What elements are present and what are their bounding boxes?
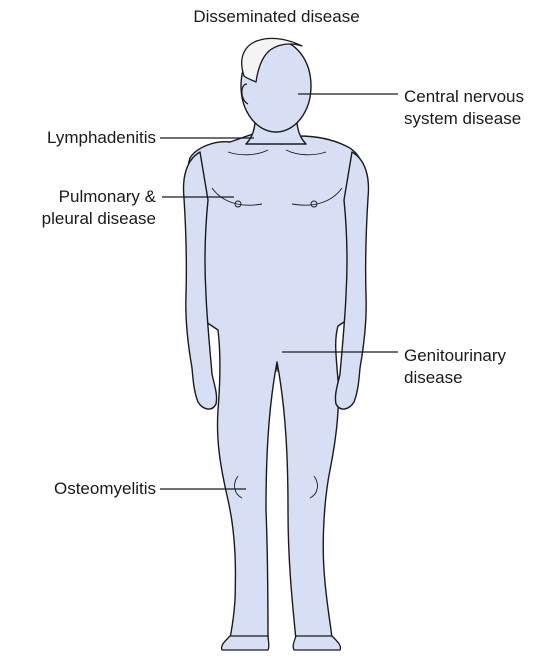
label-osteo-line1: Osteomyelitis [54, 478, 156, 500]
label-lymph-line1: Lymphadenitis [47, 127, 156, 149]
left-foot [221, 636, 268, 650]
body-silhouette [184, 38, 369, 650]
figure-title: Disseminated disease [0, 6, 553, 28]
label-cns: Central nervous system disease [404, 86, 524, 130]
label-cns-line1: Central nervous [404, 86, 524, 108]
label-genitourinary: Genitourinary disease [404, 345, 506, 389]
label-pulmonary: Pulmonary & pleural disease [42, 186, 156, 230]
label-cns-line2: system disease [404, 108, 524, 130]
label-genito-line2: disease [404, 367, 506, 389]
right-foot [293, 636, 340, 650]
label-pulmonary-line1: Pulmonary & [42, 186, 156, 208]
label-osteomyelitis: Osteomyelitis [54, 478, 156, 500]
label-genito-line1: Genitourinary [404, 345, 506, 367]
label-pulmonary-line2: pleural disease [42, 208, 156, 230]
label-lymphadenitis: Lymphadenitis [47, 127, 156, 149]
